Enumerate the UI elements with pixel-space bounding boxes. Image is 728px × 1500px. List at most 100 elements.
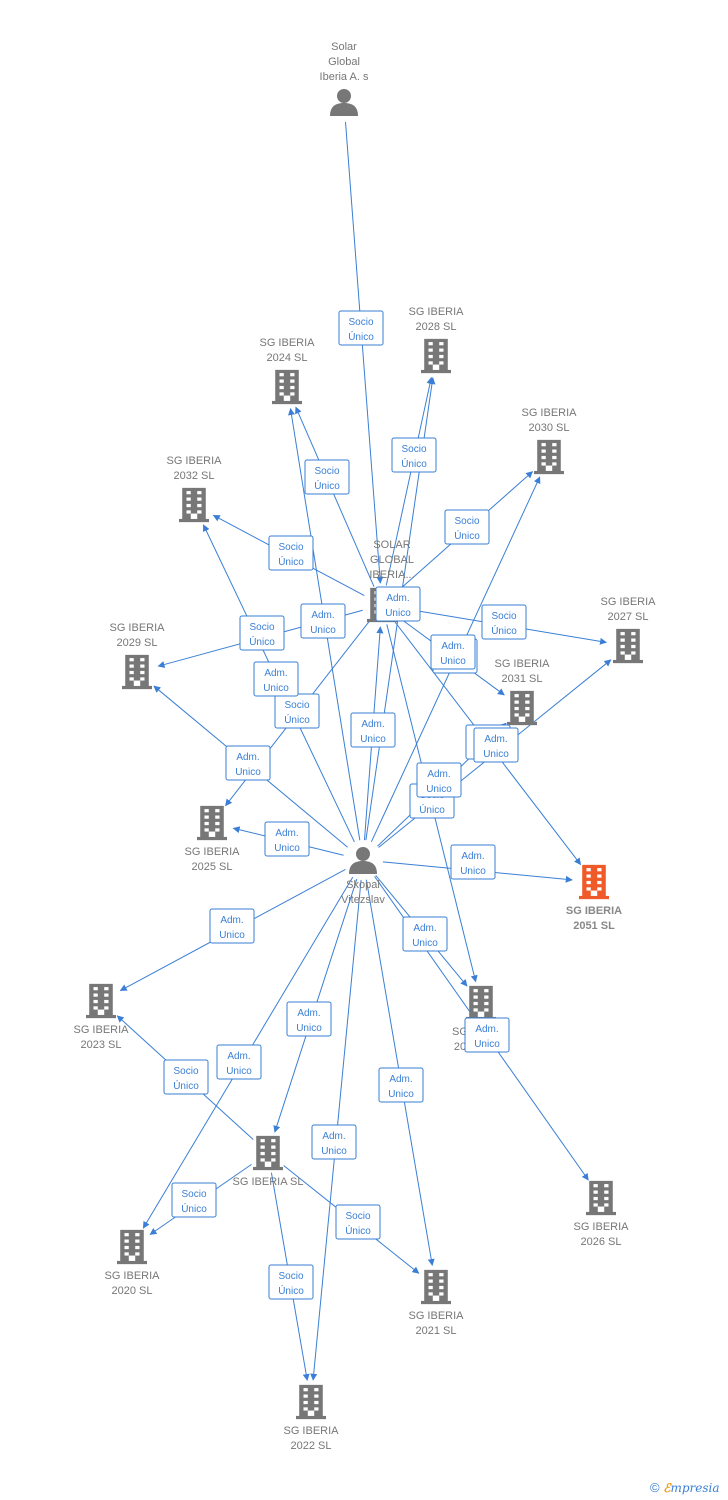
edge-label[interactable]: Adm. Unico <box>375 586 421 622</box>
node-label: SG IBERIA <box>408 1310 464 1322</box>
edge-label-box <box>286 1001 332 1037</box>
edge-label[interactable]: Adm.Unico <box>450 844 496 880</box>
edge-label[interactable]: Adm.Unico <box>225 745 271 781</box>
edge-label[interactable]: Adm.Unico <box>300 603 346 639</box>
edge-label-text: Socio <box>278 1271 303 1282</box>
edge-label[interactable]: Adm.Unico <box>473 727 519 763</box>
edge-label[interactable]: Adm.Unico <box>264 821 310 857</box>
edge-label-box <box>171 1182 217 1218</box>
edge-label-box <box>378 1067 424 1103</box>
node-label: 2031 SL <box>502 673 543 685</box>
edge-label[interactable]: Adm.Unico <box>402 916 448 952</box>
node-label: Vitezslav <box>341 894 385 906</box>
edge-label-text: Socio <box>345 1211 370 1222</box>
edge-solar_gi-to-sg2024 <box>295 406 375 587</box>
node-label: 2026 SL <box>581 1236 622 1248</box>
edge-label-text: Adm. <box>427 769 450 780</box>
edge-label-text: Unico <box>474 1039 500 1050</box>
edge-label-box <box>450 844 496 880</box>
edge-label-text: Único <box>181 1202 207 1215</box>
building-icon <box>86 983 116 1019</box>
edge-label-box <box>216 1044 262 1080</box>
node-label: 2030 SL <box>529 422 570 434</box>
edge-label-text: Socio <box>348 317 373 328</box>
edge-label-text: Unico <box>296 1023 322 1034</box>
edge-label-text: Único <box>249 635 275 648</box>
edge-label-text: Unico <box>235 767 261 778</box>
edge-label-box <box>430 634 476 670</box>
edge-label-box <box>338 310 384 346</box>
edge-label-box <box>416 762 462 798</box>
edge-label-text: Adm. <box>441 641 464 652</box>
edge-label-text: Adm. <box>386 593 409 604</box>
edge-label-text: Unico <box>385 608 411 619</box>
edge-label-box <box>444 509 490 545</box>
node-sgiberia[interactable]: SG IBERIA SL <box>233 1135 304 1188</box>
node-label: SG <box>452 1026 468 1038</box>
node-label: SG IBERIA <box>566 905 622 917</box>
edge-label-text: Único <box>454 529 480 542</box>
node-label: SG IBERIA SL <box>233 1176 304 1188</box>
edge-label-text: Unico <box>274 843 300 854</box>
edge-label[interactable]: Adm. Unico <box>209 908 255 944</box>
edge-label[interactable]: Adm.Unico <box>286 1001 332 1037</box>
node-label: 2027 SL <box>608 611 649 623</box>
node-label: 2020 SL <box>112 1285 153 1297</box>
edge-label-text: Unico <box>219 930 245 941</box>
edge-label-text: Adm. <box>220 915 243 926</box>
node-label: 2022 SL <box>291 1440 332 1452</box>
edge-label-text: Único <box>278 555 304 568</box>
edge-label[interactable]: Adm.Unico <box>253 661 299 697</box>
node-label: 2021 SL <box>416 1325 457 1337</box>
node-sg2030[interactable]: SG IBERIA 2030 SL <box>521 407 577 475</box>
node-solar_gi[interactable]: SOLARGLOBALIBERIA... <box>367 539 415 623</box>
person-icon <box>349 847 377 874</box>
edge-label[interactable]: Adm.Unico <box>216 1044 262 1080</box>
node-label: SG IBERIA <box>521 407 577 419</box>
edge-label-box <box>402 916 448 952</box>
brand-logo[interactable]: ℰmpresia <box>663 1481 720 1495</box>
edge-label[interactable]: Adm.Unico <box>378 1067 424 1103</box>
edge-label[interactable]: Adm.Unico <box>430 634 476 670</box>
edge-label[interactable]: Adm.Unico <box>311 1124 357 1160</box>
edge-label[interactable]: Adm.Unico <box>350 712 396 748</box>
edge-label-box <box>481 604 527 640</box>
edge-label-text: Unico <box>483 749 509 760</box>
edge-label[interactable]: Adm.Unico <box>464 1017 510 1053</box>
edge-label[interactable]: Adm.Unico <box>416 762 462 798</box>
node-sg2021[interactable]: SG IBERIA 2021 SL <box>408 1269 464 1337</box>
edge-label-box <box>311 1124 357 1160</box>
building-icon <box>122 654 152 690</box>
edge-label-text: Socio <box>401 444 426 455</box>
edge-label-text: Socio <box>454 516 479 527</box>
edge-label-box <box>304 459 350 495</box>
